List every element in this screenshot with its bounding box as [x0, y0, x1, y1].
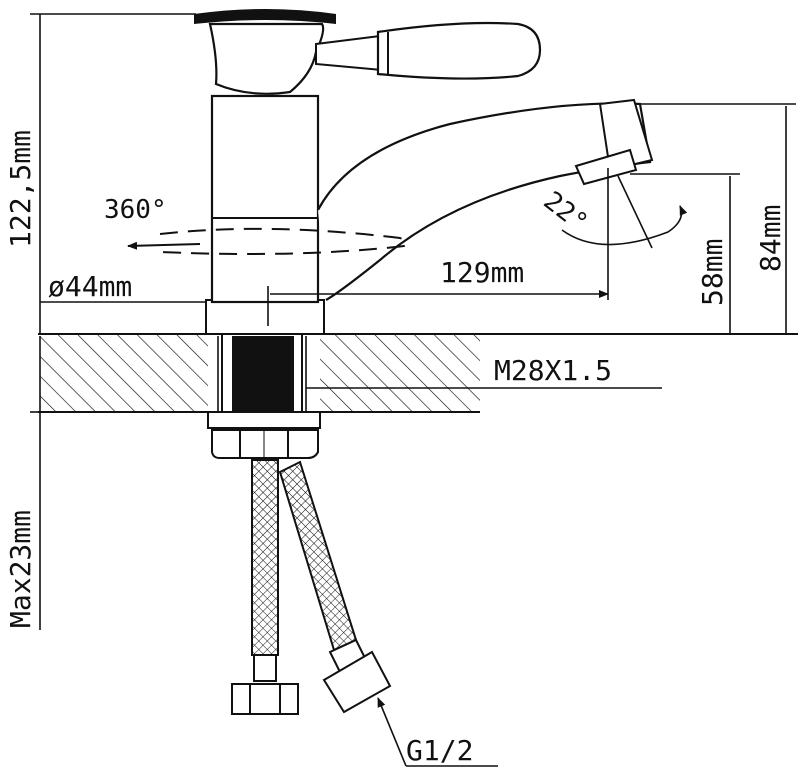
hose-connection-label: G1/2: [406, 734, 473, 767]
total-height-label: 122,5mm: [4, 130, 37, 248]
dim-spout-height: 84mm: [640, 103, 796, 334]
rotation-label: 360°: [104, 195, 167, 225]
dim-max-counter: Max23mm: [4, 336, 46, 630]
threaded-shank: [217, 333, 307, 415]
countertop-section: [38, 333, 798, 413]
thread-label: M28X1.5: [494, 354, 612, 387]
spout-angle-label: 22°: [538, 186, 593, 239]
thread-callout: M28X1.5: [306, 354, 662, 389]
body-diameter-label: ø44mm: [48, 270, 132, 303]
spout-angle: 22°: [538, 175, 688, 249]
hose-connection-callout: G1/2: [377, 697, 498, 767]
flexible-hoses: [231, 459, 392, 715]
spout-height-label: 84mm: [754, 205, 787, 272]
spout: [317, 98, 654, 301]
dim-reach: 129mm: [267, 168, 609, 326]
faucet-body: [194, 9, 542, 335]
rotation-indicator: 360°: [104, 195, 408, 255]
dim-outlet-height: 58mm: [630, 173, 740, 334]
reach-label: 129mm: [440, 256, 524, 289]
dim-total-height: 122,5mm: [4, 13, 196, 334]
mounting-nut: [207, 411, 321, 459]
max-counter-label: Max23mm: [4, 510, 37, 628]
dim-body-diameter: ø44mm: [40, 270, 206, 303]
outlet-height-label: 58mm: [696, 239, 729, 306]
